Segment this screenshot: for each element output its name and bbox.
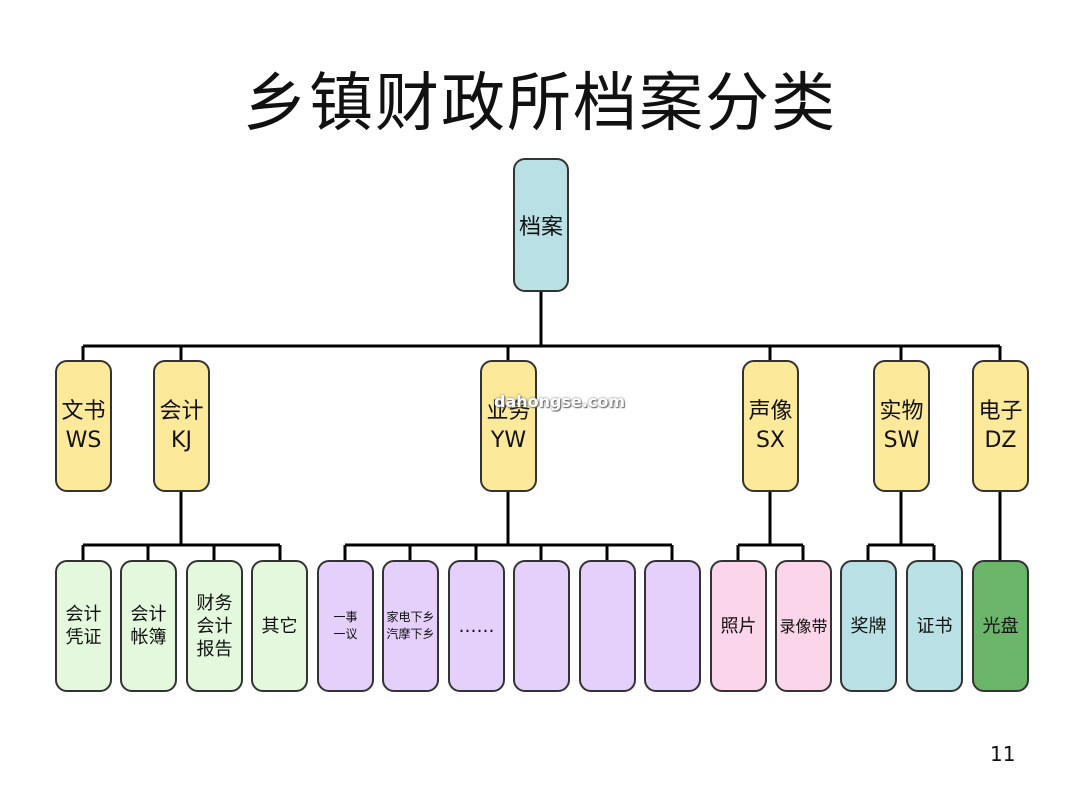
leaf-label: 录像带 [779,616,828,636]
category-label: 业务 YW [486,399,531,453]
node-leaf-sw-2: 证书 [906,560,963,692]
leaf-label: 财务 会计 报告 [196,592,233,660]
node-leaf-kj-2: 会计 帐簿 [120,560,177,692]
watermark: dahongse.com [494,392,626,411]
node-leaf-yw-3: …… [448,560,505,692]
node-leaf-sw-1: 奖牌 [840,560,897,692]
category-label: 会计 KJ [159,399,204,453]
node-leaf-yw-5 [579,560,636,692]
leaf-label: 光盘 [982,615,1019,637]
node-category-sw: 实物 SW [873,360,930,492]
slide-title: 乡镇财政所档案分类 [243,67,837,141]
node-leaf-sx-1: 照片 [710,560,767,692]
leaf-label: 一事 一议 [333,610,358,641]
node-root-archive: 档案 [513,158,569,292]
leaf-label: 证书 [916,615,953,637]
node-leaf-yw-4 [513,560,570,692]
node-root-label: 档案 [518,215,563,240]
node-leaf-yw-2: 家电下乡 汽摩下乡 [382,560,439,692]
category-label: 电子 DZ [978,399,1023,453]
category-label: 文书 WS [61,399,106,453]
page-number: 11 [990,742,1016,766]
node-category-yw: 业务 YW [480,360,537,492]
leaf-label: 家电下乡 汽摩下乡 [386,610,435,641]
node-leaf-kj-4: 其它 [251,560,308,692]
node-leaf-yw-6 [644,560,701,692]
leaf-label: 照片 [720,615,757,637]
leaf-label: 会计 凭证 [65,604,102,648]
leaf-label: 其它 [261,615,298,637]
node-leaf-dz-1: 光盘 [972,560,1029,692]
leaf-label: …… [458,615,495,637]
node-leaf-yw-1: 一事 一议 [317,560,374,692]
node-leaf-kj-1: 会计 凭证 [55,560,112,692]
node-category-dz: 电子 DZ [972,360,1029,492]
leaf-label: 奖牌 [850,615,887,637]
node-leaf-kj-3: 财务 会计 报告 [186,560,243,692]
node-category-sx: 声像 SX [742,360,799,492]
node-leaf-sx-2: 录像带 [775,560,832,692]
leaf-label: 会计 帐簿 [130,604,167,648]
node-category-ws: 文书 WS [55,360,112,492]
node-category-kj: 会计 KJ [153,360,210,492]
category-label: 声像 SX [748,399,793,453]
category-label: 实物 SW [879,399,924,453]
